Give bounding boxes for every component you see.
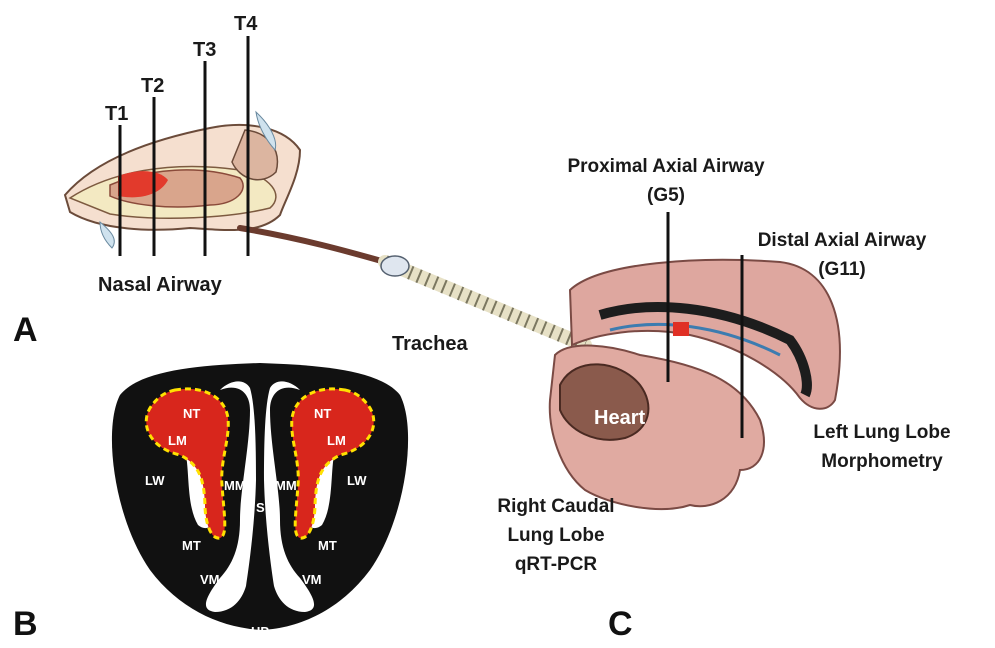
nasal-cross-section: [112, 363, 408, 630]
label-mm-right: MM: [275, 478, 297, 493]
label-mt-left: MT: [182, 538, 201, 553]
label-lm-right: LM: [327, 433, 346, 448]
level-label-t3: T3: [193, 39, 216, 61]
label-lw-right: LW: [347, 473, 367, 488]
heart-label: Heart: [594, 407, 645, 429]
nasal-airway-label: Nasal Airway: [98, 274, 223, 296]
panel-letter-b: B: [13, 605, 38, 643]
right-lobe-line1: Right Caudal: [497, 496, 614, 517]
lung-illustration: [550, 260, 840, 509]
label-septum: S: [256, 500, 265, 515]
panel-letter-c: C: [608, 605, 633, 643]
proximal-airway-line2: (G5): [647, 185, 685, 206]
trachea-tube: [240, 228, 585, 345]
label-nt-right: NT: [314, 406, 331, 421]
label-mm-left: MM: [224, 478, 246, 493]
proximal-airway-line1: Proximal Axial Airway: [567, 156, 765, 177]
level-label-t2: T2: [141, 75, 164, 97]
right-caudal-lobe-label: Right Caudal Lung Lobe qRT-PCR: [497, 496, 614, 575]
trachea-label: Trachea: [392, 333, 468, 355]
label-hp: HP: [251, 624, 269, 639]
left-lobe-line2: Morphometry: [821, 451, 943, 472]
label-nt-left: NT: [183, 406, 200, 421]
left-lobe-line1: Left Lung Lobe: [813, 422, 950, 443]
proximal-airway-label: Proximal Axial Airway (G5): [567, 156, 765, 206]
right-lobe-line3: qRT-PCR: [515, 554, 598, 575]
level-label-t1: T1: [105, 103, 128, 125]
distal-airway-line1: Distal Axial Airway: [758, 230, 927, 251]
rat-head-illustration: [65, 112, 300, 248]
label-mt-right: MT: [318, 538, 337, 553]
label-vm-right: VM: [302, 572, 322, 587]
label-vm-left: VM: [200, 572, 220, 587]
panel-letter-a: A: [13, 311, 38, 349]
level-label-t4: T4: [234, 13, 258, 35]
left-lung-lobe-label: Left Lung Lobe Morphometry: [813, 422, 950, 472]
label-lw-left: LW: [145, 473, 165, 488]
right-lobe-line2: Lung Lobe: [507, 525, 604, 546]
label-lm-left: LM: [168, 433, 187, 448]
distal-airway-line2: (G11): [818, 259, 866, 280]
